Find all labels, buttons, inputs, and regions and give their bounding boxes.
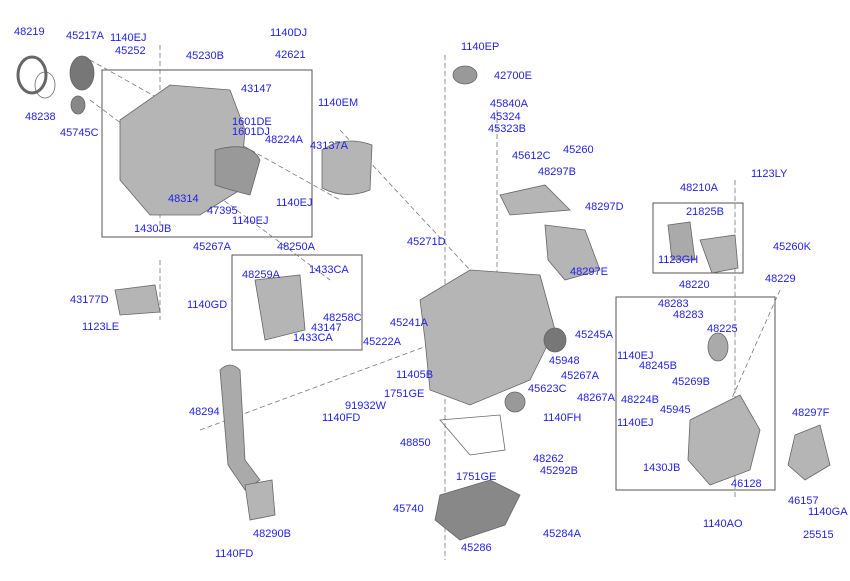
part-number-label[interactable]: 45612C bbox=[512, 150, 551, 162]
part-number-label[interactable]: 1140EJ bbox=[617, 350, 654, 362]
part-number-label[interactable]: 48220 bbox=[679, 279, 710, 291]
group-box-45230b bbox=[101, 69, 313, 238]
part-number-label[interactable]: 48258C bbox=[323, 312, 362, 324]
part-number-label[interactable]: 21825B bbox=[686, 206, 724, 218]
part-number-label[interactable]: 48297E bbox=[570, 266, 608, 278]
part-number-label[interactable]: 48297F bbox=[792, 407, 830, 419]
part-number-label[interactable]: 43137A bbox=[310, 140, 348, 152]
part-number-label[interactable]: 1140EJ bbox=[617, 417, 654, 429]
part-number-label[interactable]: 45623C bbox=[528, 383, 567, 395]
part-number-label[interactable]: 42700E bbox=[494, 70, 532, 82]
part-number-label[interactable]: 1140EJ bbox=[110, 32, 147, 44]
part-number-label[interactable]: 1123GH bbox=[658, 254, 699, 266]
part-number-label[interactable]: 43147 bbox=[241, 83, 272, 95]
part-number-label[interactable]: 45271D bbox=[407, 236, 446, 248]
part-number-label[interactable]: 48238 bbox=[25, 111, 56, 123]
part-number-label[interactable]: 45217A bbox=[66, 30, 104, 42]
part-number-label[interactable]: 45267A bbox=[561, 370, 599, 382]
part-number-label[interactable]: 45284A bbox=[543, 528, 581, 540]
part-number-label[interactable]: 48314 bbox=[168, 193, 199, 205]
part-number-label[interactable]: 42621 bbox=[275, 49, 306, 61]
part-number-label[interactable]: 48294 bbox=[189, 406, 220, 418]
part-number-label[interactable]: 45840A bbox=[490, 98, 528, 110]
part-number-label[interactable]: 45945 bbox=[660, 404, 691, 416]
part-number-label[interactable]: 45286 bbox=[461, 542, 492, 554]
part-number-label[interactable]: 45292B bbox=[540, 465, 578, 477]
part-number-label[interactable]: 48283 bbox=[658, 298, 689, 310]
part-number-label[interactable]: 1140FH bbox=[543, 412, 582, 424]
part-number-label[interactable]: 48290B bbox=[253, 528, 291, 540]
part-number-label[interactable]: 1140DJ bbox=[270, 27, 308, 39]
part-number-label[interactable]: 45222A bbox=[363, 336, 401, 348]
part-number-label[interactable]: 48229 bbox=[765, 273, 796, 285]
part-number-label[interactable]: 48245B bbox=[639, 360, 677, 372]
part-number-label[interactable]: 1140EJ bbox=[232, 215, 269, 227]
part-number-label[interactable]: 48210A bbox=[680, 182, 718, 194]
part-number-label[interactable]: 1430JB bbox=[643, 462, 681, 474]
part-number-label[interactable]: 45252 bbox=[115, 45, 146, 57]
part-number-label[interactable]: 1123LY bbox=[751, 168, 788, 180]
part-number-label[interactable]: 46157 bbox=[788, 495, 819, 507]
part-number-label[interactable]: 1140FD bbox=[215, 548, 254, 560]
part-number-label[interactable]: 1430JB bbox=[134, 223, 172, 235]
part-number-label[interactable]: 45745C bbox=[60, 127, 99, 139]
part-number-label[interactable]: 1140AO bbox=[703, 518, 743, 530]
part-number-label[interactable]: 45269B bbox=[672, 376, 710, 388]
part-number-label[interactable]: 45323B bbox=[488, 123, 526, 135]
part-number-label[interactable]: 45245A bbox=[575, 329, 613, 341]
part-number-label[interactable]: 45260 bbox=[563, 144, 594, 156]
group-box-48210a bbox=[652, 202, 744, 274]
part-number-label[interactable]: 25515 bbox=[803, 529, 834, 541]
group-box-48220 bbox=[615, 296, 776, 491]
part-number-label[interactable]: 1751GE bbox=[456, 471, 497, 483]
part-number-label[interactable]: 91932W bbox=[345, 400, 386, 412]
part-number-label[interactable]: 48850 bbox=[400, 437, 431, 449]
part-number-label[interactable]: 43147 bbox=[311, 322, 342, 334]
part-number-label[interactable]: 47395 bbox=[207, 205, 238, 217]
part-number-label[interactable]: 11405B bbox=[396, 369, 434, 381]
part-number-label[interactable]: 45260K bbox=[773, 241, 811, 253]
part-number-label[interactable]: 48225 bbox=[707, 323, 738, 335]
part-number-label[interactable]: 48219 bbox=[14, 26, 45, 38]
part-number-label[interactable]: 45267A bbox=[193, 241, 231, 253]
part-number-label[interactable]: 1140EJ bbox=[276, 197, 313, 209]
transmission-case bbox=[419, 269, 556, 406]
part-number-label[interactable]: 48297B bbox=[538, 166, 576, 178]
part-number-label[interactable]: 1140EM bbox=[318, 97, 359, 109]
part-number-label[interactable]: 45241A bbox=[390, 317, 428, 329]
part-number-label[interactable]: 48267A bbox=[577, 392, 615, 404]
part-number-label[interactable]: 45324 bbox=[490, 111, 521, 123]
part-number-label[interactable]: 48297D bbox=[585, 201, 624, 213]
part-number-label[interactable]: 1140EP bbox=[461, 41, 500, 53]
part-number-label[interactable]: 48224B bbox=[621, 394, 659, 406]
part-number-label[interactable]: 48283 bbox=[673, 309, 704, 321]
part-number-label[interactable]: 1433CA bbox=[293, 332, 333, 344]
part-number-label[interactable]: 1140FD bbox=[322, 412, 361, 424]
part-number-label[interactable]: 48224A bbox=[265, 134, 303, 146]
part-number-label[interactable]: 48259A bbox=[242, 269, 280, 281]
part-number-label[interactable]: 1140GD bbox=[187, 299, 228, 311]
part-number-label[interactable]: 46128 bbox=[731, 478, 762, 490]
part-number-label[interactable]: 1751GE bbox=[384, 388, 425, 400]
part-number-label[interactable]: 1601DJ bbox=[232, 126, 270, 138]
part-number-label[interactable]: 1140GA bbox=[808, 506, 848, 518]
part-number-label[interactable]: 45740 bbox=[393, 503, 424, 515]
part-number-label[interactable]: 1123LE bbox=[82, 321, 120, 333]
part-number-label[interactable]: 43177D bbox=[70, 294, 109, 306]
part-number-label[interactable]: 1433CA bbox=[309, 264, 349, 276]
part-number-label[interactable]: 45948 bbox=[549, 355, 580, 367]
part-number-label[interactable]: 1601DE bbox=[232, 116, 272, 128]
part-number-label[interactable]: 48250A bbox=[277, 241, 315, 253]
part-number-label[interactable]: 45230B bbox=[186, 50, 224, 62]
part-number-label[interactable]: 48262 bbox=[533, 453, 564, 465]
